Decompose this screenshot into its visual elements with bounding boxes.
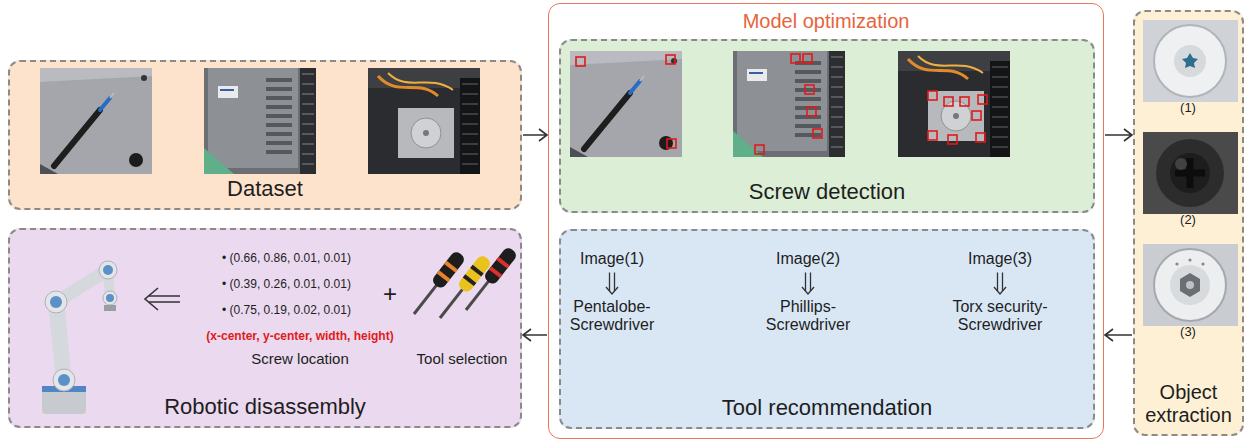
annotation-text: • (0.39, 0.26, 0.01, 0.01) [222, 278, 351, 292]
label-slot: + [383, 280, 397, 308]
annotation-text: Tool selection [417, 350, 508, 367]
annotation-text: Image(2) [776, 250, 840, 268]
dataset-panel: Dataset [8, 60, 522, 210]
annotation-text: Image(3) [968, 250, 1032, 268]
panel-title: Tool recommendation [722, 395, 932, 420]
annotation-text: (2) [1180, 213, 1196, 228]
flow-arrow [1105, 329, 1132, 341]
optimization-frame: Model optimizationScrew detectionTool re… [548, 3, 1104, 439]
panel-title: Screw detection [749, 179, 906, 204]
label-slot: Image(1) [580, 250, 644, 268]
annotation-text: (3) [1180, 325, 1196, 340]
label-slot: Pentalobe- Screwdriver [547, 298, 677, 335]
label-slot: Image(2) [776, 250, 840, 268]
annotation-text: Pentalobe- Screwdriver [547, 298, 677, 335]
panel-title: Object extraction [1139, 381, 1238, 427]
label-slot: Phillips- Screwdriver [743, 298, 873, 335]
annotation-text: Phillips- Screwdriver [743, 298, 873, 335]
annotation-text: (1) [1180, 101, 1196, 116]
label-slot: (x-center, y-center, width, height) [206, 330, 393, 344]
panel-title: Dataset [227, 176, 303, 201]
label-slot: Screw location [251, 350, 349, 367]
flow-arrow [1105, 129, 1132, 141]
panel-title: Model optimization [743, 10, 910, 33]
label-slot: (1) [1180, 101, 1196, 116]
label-slot: Tool selection [417, 350, 508, 367]
annotation-text: Screw location [251, 350, 349, 367]
panel-title: Robotic disassembly [164, 394, 366, 419]
detection-panel: Screw detection [559, 39, 1095, 213]
annotation-text: + [383, 280, 397, 308]
label-slot: • (0.75, 0.19, 0.02, 0.01) [222, 304, 351, 318]
annotation-text: • (0.66, 0.86, 0.01, 0.01) [222, 252, 351, 266]
flow-arrow [523, 329, 547, 341]
flow-arrow [523, 129, 547, 141]
label-slot: (2) [1180, 213, 1196, 228]
annotation-text: Image(1) [580, 250, 644, 268]
annotation-text: Torx security- Screwdriver [935, 298, 1065, 335]
label-slot: • (0.66, 0.86, 0.01, 0.01) [222, 252, 351, 266]
label-slot: • (0.39, 0.26, 0.01, 0.01) [222, 278, 351, 292]
label-slot: Torx security- Screwdriver [935, 298, 1065, 335]
label-slot: Image(3) [968, 250, 1032, 268]
label-slot: (3) [1180, 325, 1196, 340]
annotation-text: • (0.75, 0.19, 0.02, 0.01) [222, 304, 351, 318]
annotation-text: (x-center, y-center, width, height) [206, 330, 393, 344]
